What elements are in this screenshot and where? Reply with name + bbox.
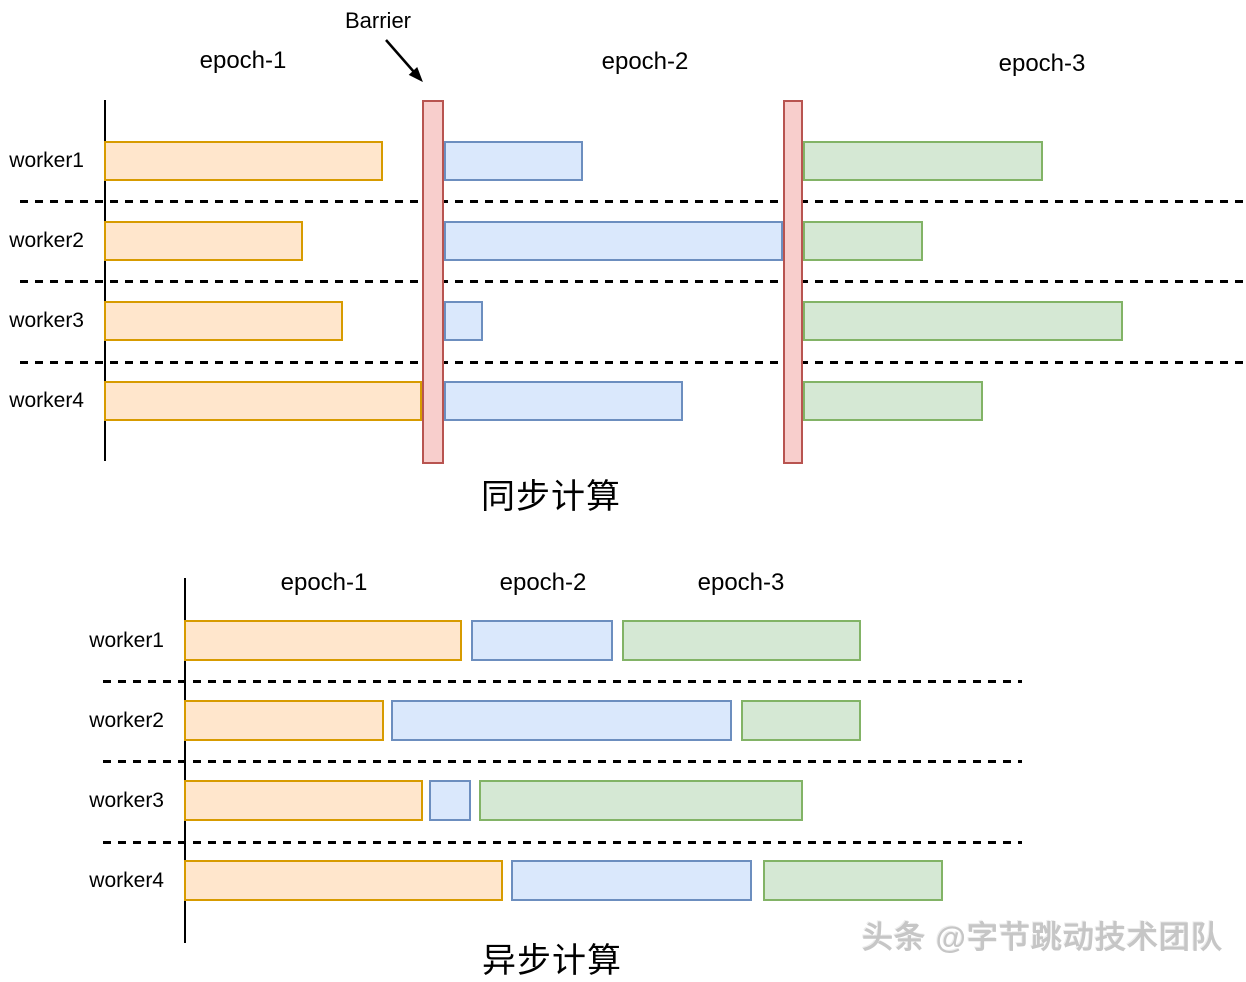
epoch-1-bar (184, 780, 423, 821)
epoch-3-bar (741, 700, 861, 741)
epoch-3-bar (803, 141, 1043, 181)
row-separator-line (103, 680, 1022, 683)
worker-label: worker2 (9, 229, 84, 252)
epoch-2-bar (471, 620, 613, 661)
worker-label: worker4 (89, 868, 164, 892)
async-chart-title: 异步计算 (482, 942, 622, 980)
barrier-bar (422, 100, 444, 464)
epoch-3-bar (479, 780, 803, 821)
epoch-2-bar (444, 141, 583, 181)
epoch-1-bar (184, 700, 384, 741)
row-separator-line (103, 760, 1022, 763)
epoch-2-bar (391, 700, 732, 741)
worker-label: worker3 (89, 788, 164, 812)
epoch-3-bar (622, 620, 861, 661)
worker-label: worker2 (89, 708, 164, 732)
epoch-label: epoch-3 (998, 50, 1086, 77)
epoch-1-bar (184, 620, 462, 661)
worker-label: worker4 (9, 389, 84, 412)
worker-label: worker1 (9, 149, 84, 172)
epoch-label: epoch-3 (697, 569, 785, 596)
epoch-2-bar (444, 381, 683, 421)
row-separator-line (20, 200, 1243, 203)
epoch-3-bar (763, 860, 943, 901)
epoch-1-bar (184, 860, 503, 901)
worker-label: worker3 (9, 309, 84, 332)
epoch-label: epoch-1 (280, 569, 368, 596)
epoch-3-bar (803, 381, 983, 421)
epoch-label: epoch-1 (199, 47, 287, 74)
worker-label: worker1 (89, 628, 164, 652)
row-separator-line (103, 841, 1022, 844)
epoch-3-bar (803, 221, 923, 261)
epoch-3-bar (803, 301, 1123, 341)
epoch-1-bar (104, 221, 303, 261)
epoch-label: epoch-2 (601, 48, 689, 75)
row-separator-line (20, 361, 1243, 364)
epoch-2-bar (511, 860, 752, 901)
epoch-1-bar (104, 381, 422, 421)
row-separator-line (20, 280, 1243, 283)
barrier-bar (783, 100, 803, 464)
epoch-2-bar (429, 780, 471, 821)
epoch-2-bar (444, 301, 483, 341)
epoch-1-bar (104, 141, 383, 181)
barrier-label: Barrier (345, 8, 412, 33)
epoch-2-bar (444, 221, 783, 261)
sync-chart-title: 同步计算 (481, 478, 621, 516)
watermark: 头条 @字节跳动技术团队 (862, 920, 1223, 955)
epoch-label: epoch-2 (499, 569, 587, 596)
epoch-1-bar (104, 301, 343, 341)
